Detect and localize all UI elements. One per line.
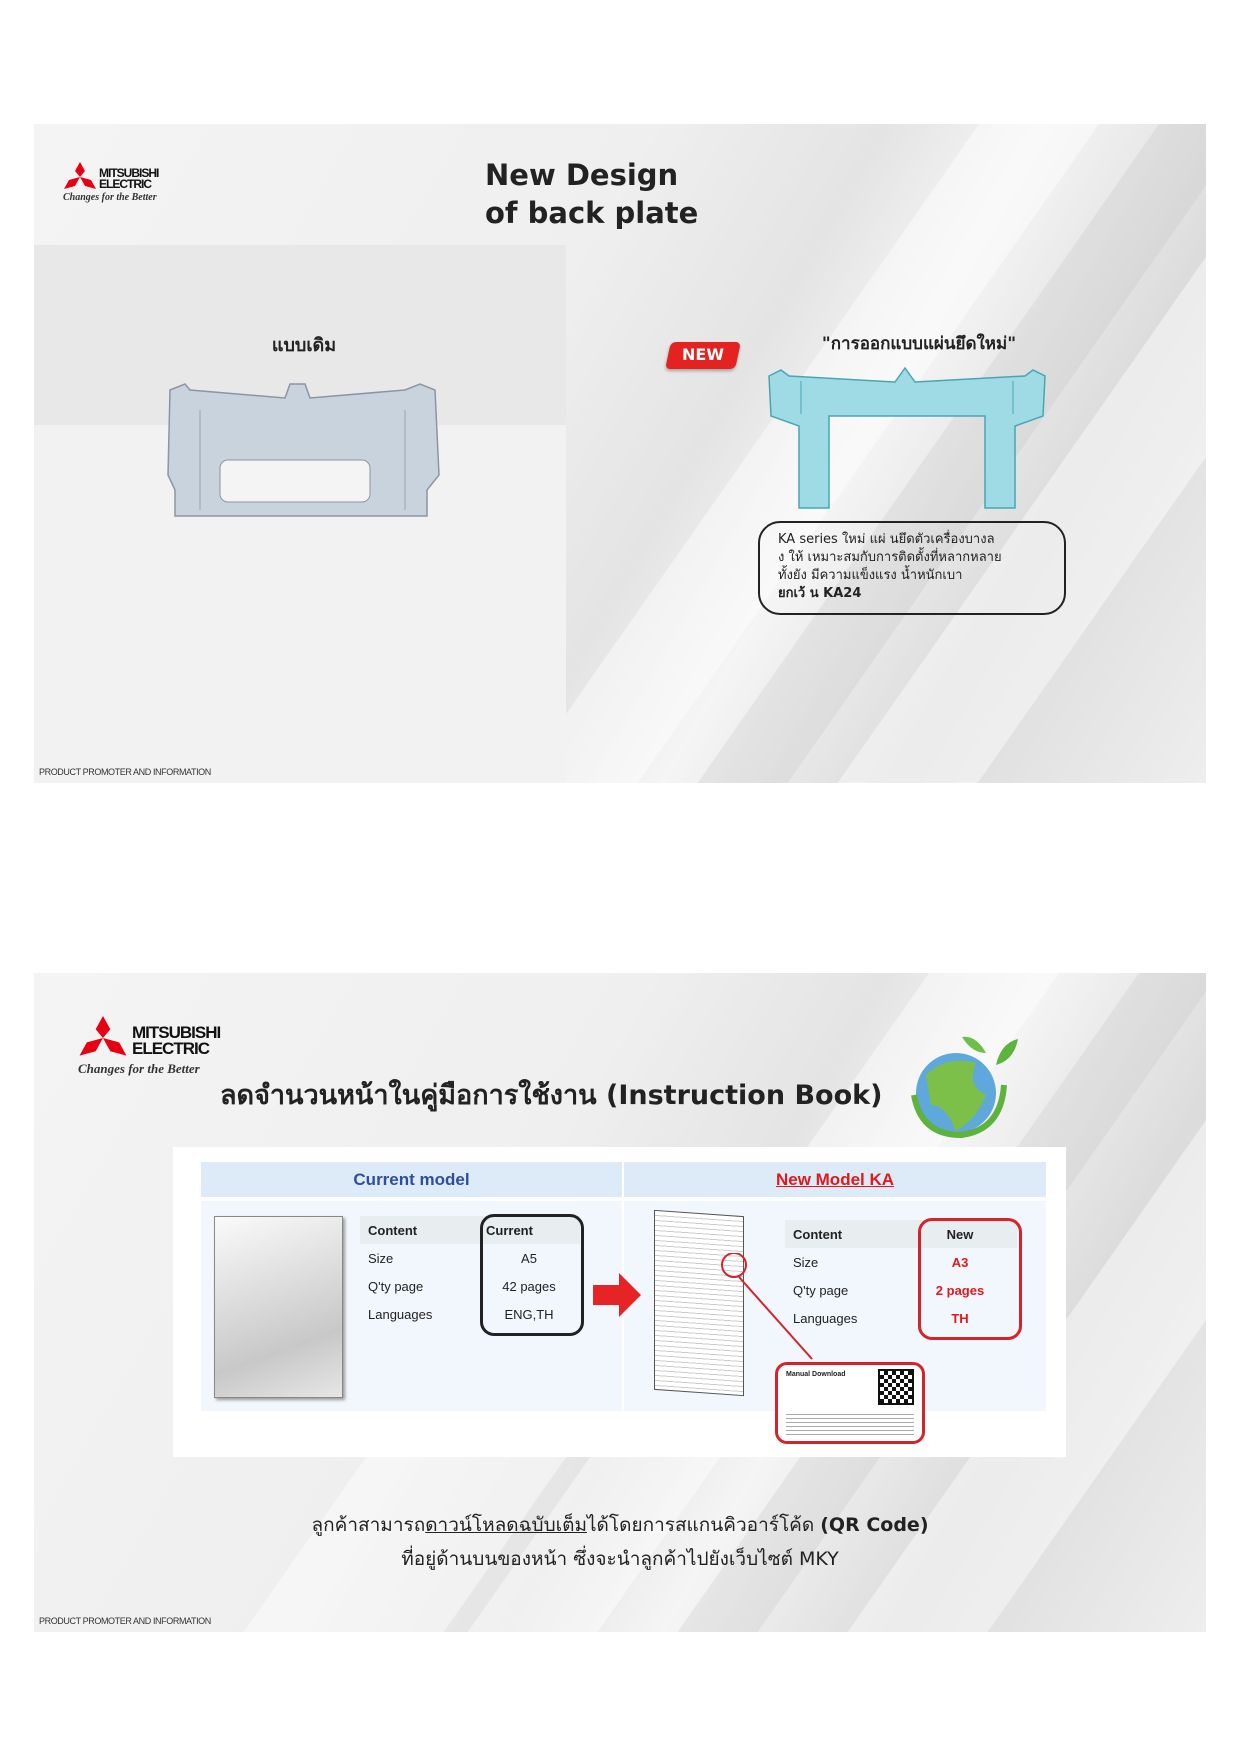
- slide-back-plate: MITSUBISHI ELECTRIC Changes for the Bett…: [34, 124, 1206, 783]
- three-diamonds-icon: [64, 162, 96, 189]
- three-diamonds-icon: [79, 1016, 127, 1056]
- mitsubishi-logo: MITSUBISHI ELECTRIC Changes for the Bett…: [63, 162, 183, 207]
- slide-title: ลดจำนวนหน้าในคู่มือการใช้งาน (Instructio…: [220, 1080, 883, 1111]
- new-design-label: "การออกแบบแผ่นยึดใหม่": [821, 334, 1017, 354]
- footer-text: PRODUCT PROMOTER AND INFORMATION: [39, 767, 211, 777]
- mitsubishi-logo: MITSUBISHI ELECTRIC Changes for the Bett…: [78, 1016, 238, 1080]
- new-model-header: New Model KA: [624, 1162, 1046, 1197]
- new-column-highlight: [918, 1218, 1022, 1340]
- current-manual-image: [214, 1216, 343, 1398]
- current-model-header: Current model: [201, 1162, 622, 1197]
- old-back-plate-image: [167, 383, 440, 517]
- footer-text: PRODUCT PROMOTER AND INFORMATION: [39, 1616, 211, 1626]
- current-column-highlight: [480, 1214, 584, 1336]
- bottom-caption: ลูกค้าสามารถดาวน์โหลดฉบับเต็มได้โดยการสแ…: [311, 1514, 929, 1570]
- qr-download-card: Manual Download: [775, 1362, 925, 1444]
- slide-instruction-book: MITSUBISHI ELECTRIC Changes for the Bett…: [34, 973, 1206, 1632]
- eco-globe-icon: [911, 1036, 1018, 1139]
- right-arrow-icon: [593, 1273, 641, 1317]
- qr-code-icon: [878, 1369, 914, 1405]
- old-design-label: แบบเดิม: [271, 335, 337, 356]
- slide-title: New Design of back plate: [485, 158, 699, 230]
- description-box: KA series ใหม่ แผ่ นยึดตัวเครื่องบางล ง …: [758, 521, 1066, 615]
- new-back-plate-image: [768, 366, 1046, 509]
- qr-pointer-arrow: [721, 1253, 813, 1360]
